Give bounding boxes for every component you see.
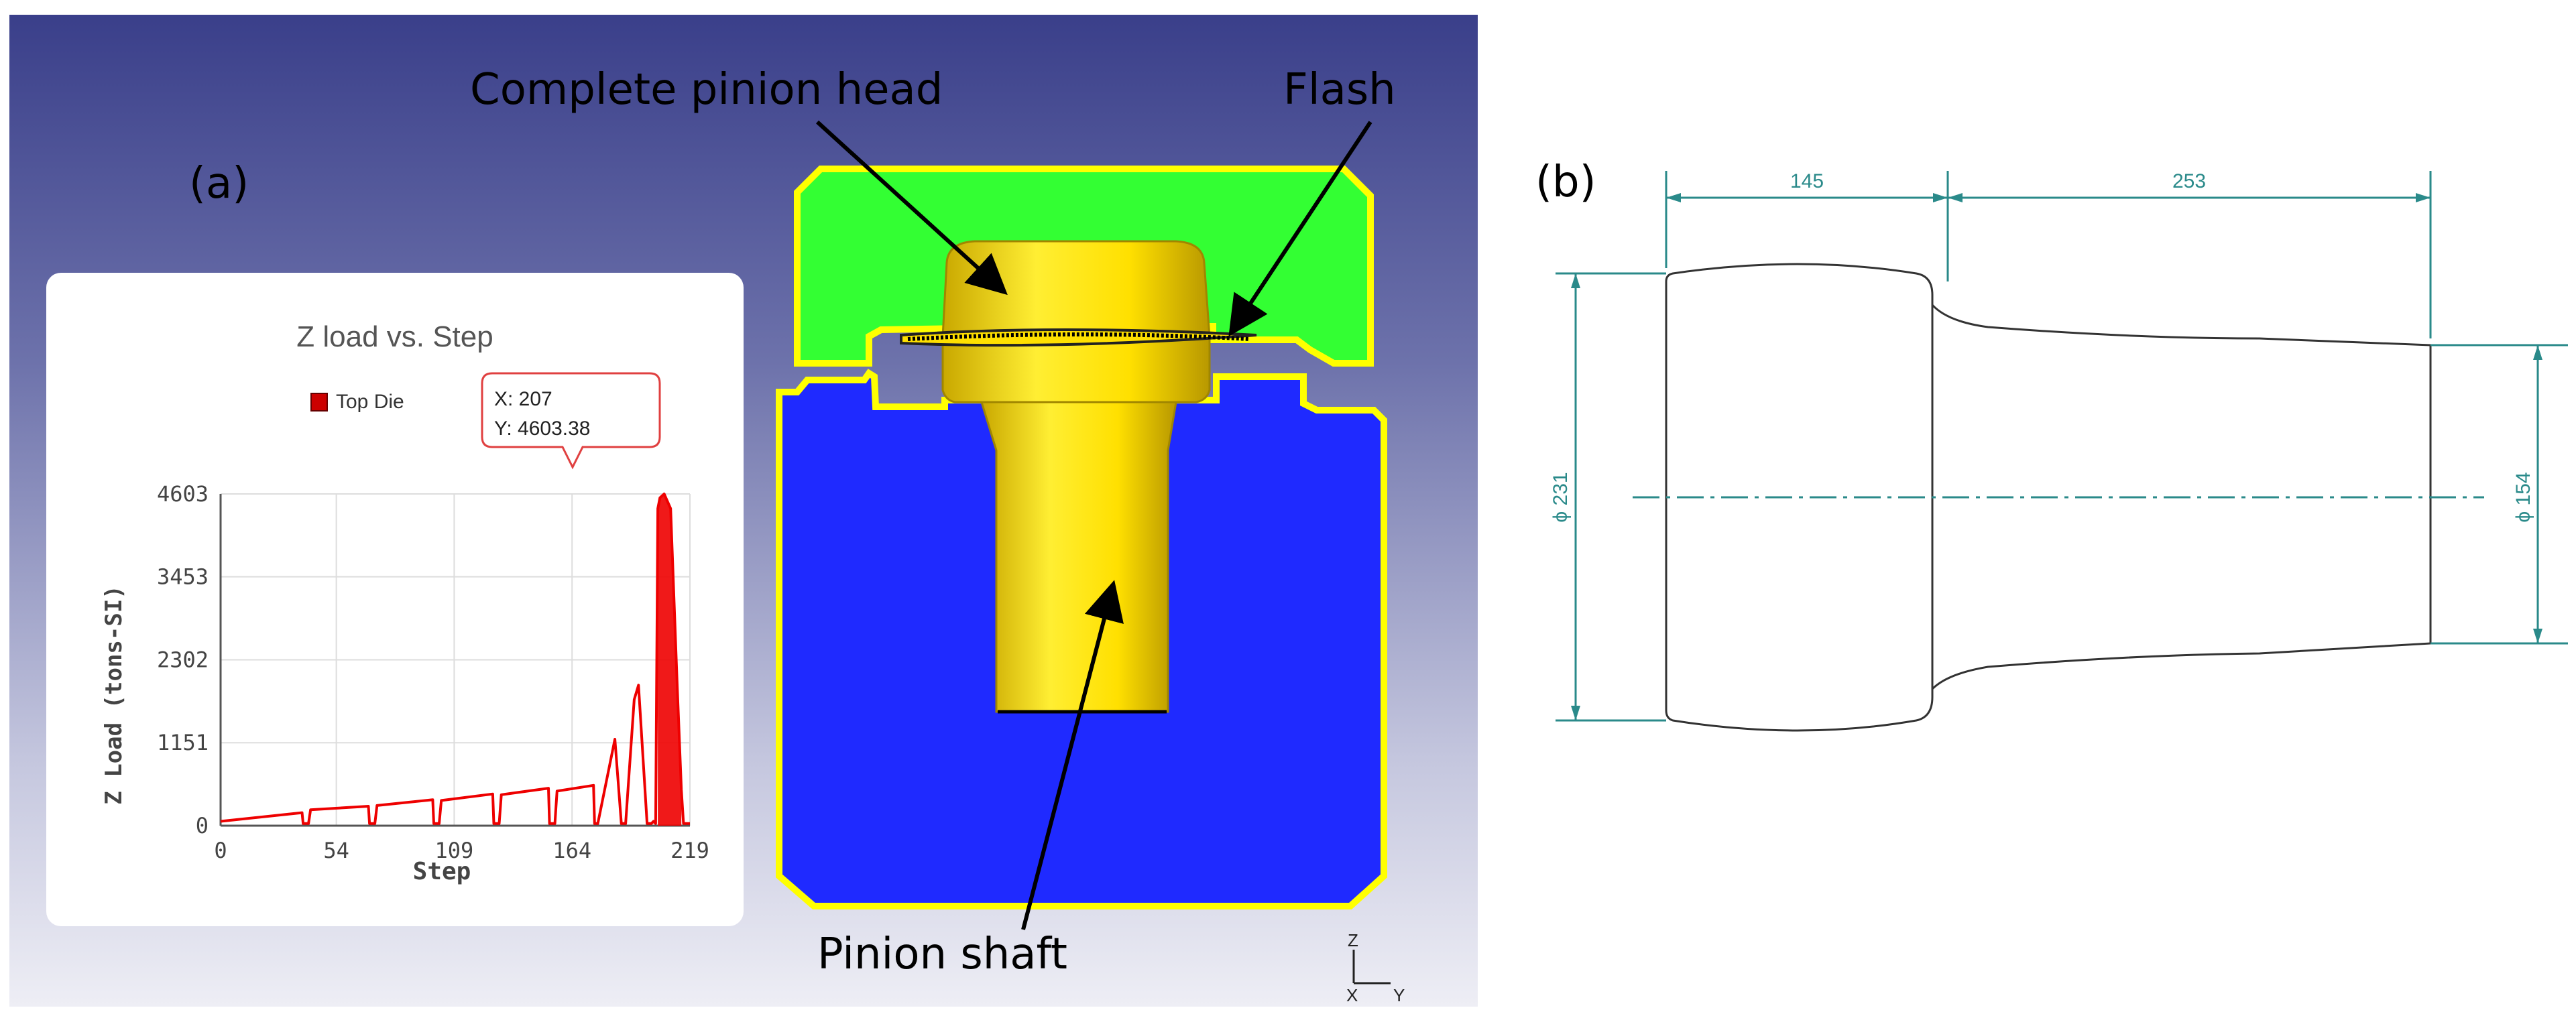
axis-y-label: Y: [1393, 985, 1405, 1005]
x-tick-label: 0: [214, 838, 227, 863]
forging-cross-section: Z X Y: [776, 120, 1405, 1005]
flash-edge: [907, 332, 1250, 341]
x-tick-label: 54: [323, 838, 349, 863]
x-axis-label: Step: [413, 858, 471, 885]
dimension-arrows: [1571, 193, 2542, 720]
peak-tooltip: X: 207 Y: 4603.38: [481, 372, 661, 470]
panel-a-label: (a): [189, 159, 249, 208]
callout-flash-label: Flash: [1283, 65, 1396, 115]
x-tick-label: 219: [670, 838, 709, 863]
callout-shaft-label: Pinion shaft: [817, 930, 1067, 979]
tooltip-y: Y: 4603.38: [494, 418, 590, 440]
y-tick-label: 1151: [157, 730, 209, 755]
axis-triad: Z X Y: [1346, 930, 1405, 1005]
pinion-shaft: [980, 401, 1177, 713]
dim-shaft-diameter: ϕ 154: [2512, 472, 2534, 522]
y-axis-label: Z Load (tons-SI): [101, 585, 127, 805]
dimension-lines: [1556, 171, 2568, 722]
z-load-chart-card: Z load vs. Step Top Die 0 54 109 164 219 0 115…: [46, 273, 744, 926]
chart-title: Z load vs. Step: [296, 320, 493, 353]
chart-legend: Top Die: [310, 391, 404, 413]
y-tick-label: 2302: [157, 647, 209, 672]
simulation-view: (a) Z load vs. Step Top Die 0 54 109 164 219…: [9, 15, 1478, 1007]
drawing-svg: 145 253 ϕ 231 ϕ 154: [1549, 170, 2568, 732]
dim-shaft-length: 253: [2172, 170, 2206, 192]
x-tick-label: 164: [552, 838, 591, 863]
tooltip-x: X: 207: [494, 388, 552, 410]
chart-axes: [219, 494, 690, 827]
axis-z-label: Z: [1348, 930, 1358, 950]
x-tick-label: 109: [435, 838, 474, 863]
series-peak-fill: [658, 494, 682, 826]
legend-swatch-top-die: [310, 393, 328, 412]
z-load-chart: Z load vs. Step Top Die 0 54 109 164 219 0 115…: [101, 320, 709, 885]
technical-drawing: (b): [1478, 0, 2576, 1009]
shaft-callout-arrow: [1021, 580, 1124, 930]
axis-x-label: X: [1346, 985, 1358, 1005]
dim-head-length: 145: [1790, 170, 1824, 192]
chart-series: [220, 493, 690, 826]
legend-label-top-die: Top Die: [336, 391, 404, 413]
panel-b-label: (b): [1535, 157, 1596, 207]
callout-head-label: Complete pinion head: [470, 65, 943, 115]
tooltip-bubble: [481, 372, 661, 470]
dim-head-diameter: ϕ 231: [1549, 472, 1572, 522]
y-tick-label: 0: [196, 813, 209, 838]
part-outline: [1665, 263, 2432, 732]
y-tick-label: 3453: [157, 564, 209, 590]
series-line-top-die: [220, 493, 690, 825]
pinion-head: [941, 240, 1211, 403]
chart-ticks: 0 54 109 164 219 0 1151 2302 3453 4603: [157, 481, 709, 863]
flash-callout-arrow: [1228, 121, 1372, 337]
head-callout-arrow: [815, 120, 1008, 296]
y-tick-label: 4603: [157, 481, 209, 507]
